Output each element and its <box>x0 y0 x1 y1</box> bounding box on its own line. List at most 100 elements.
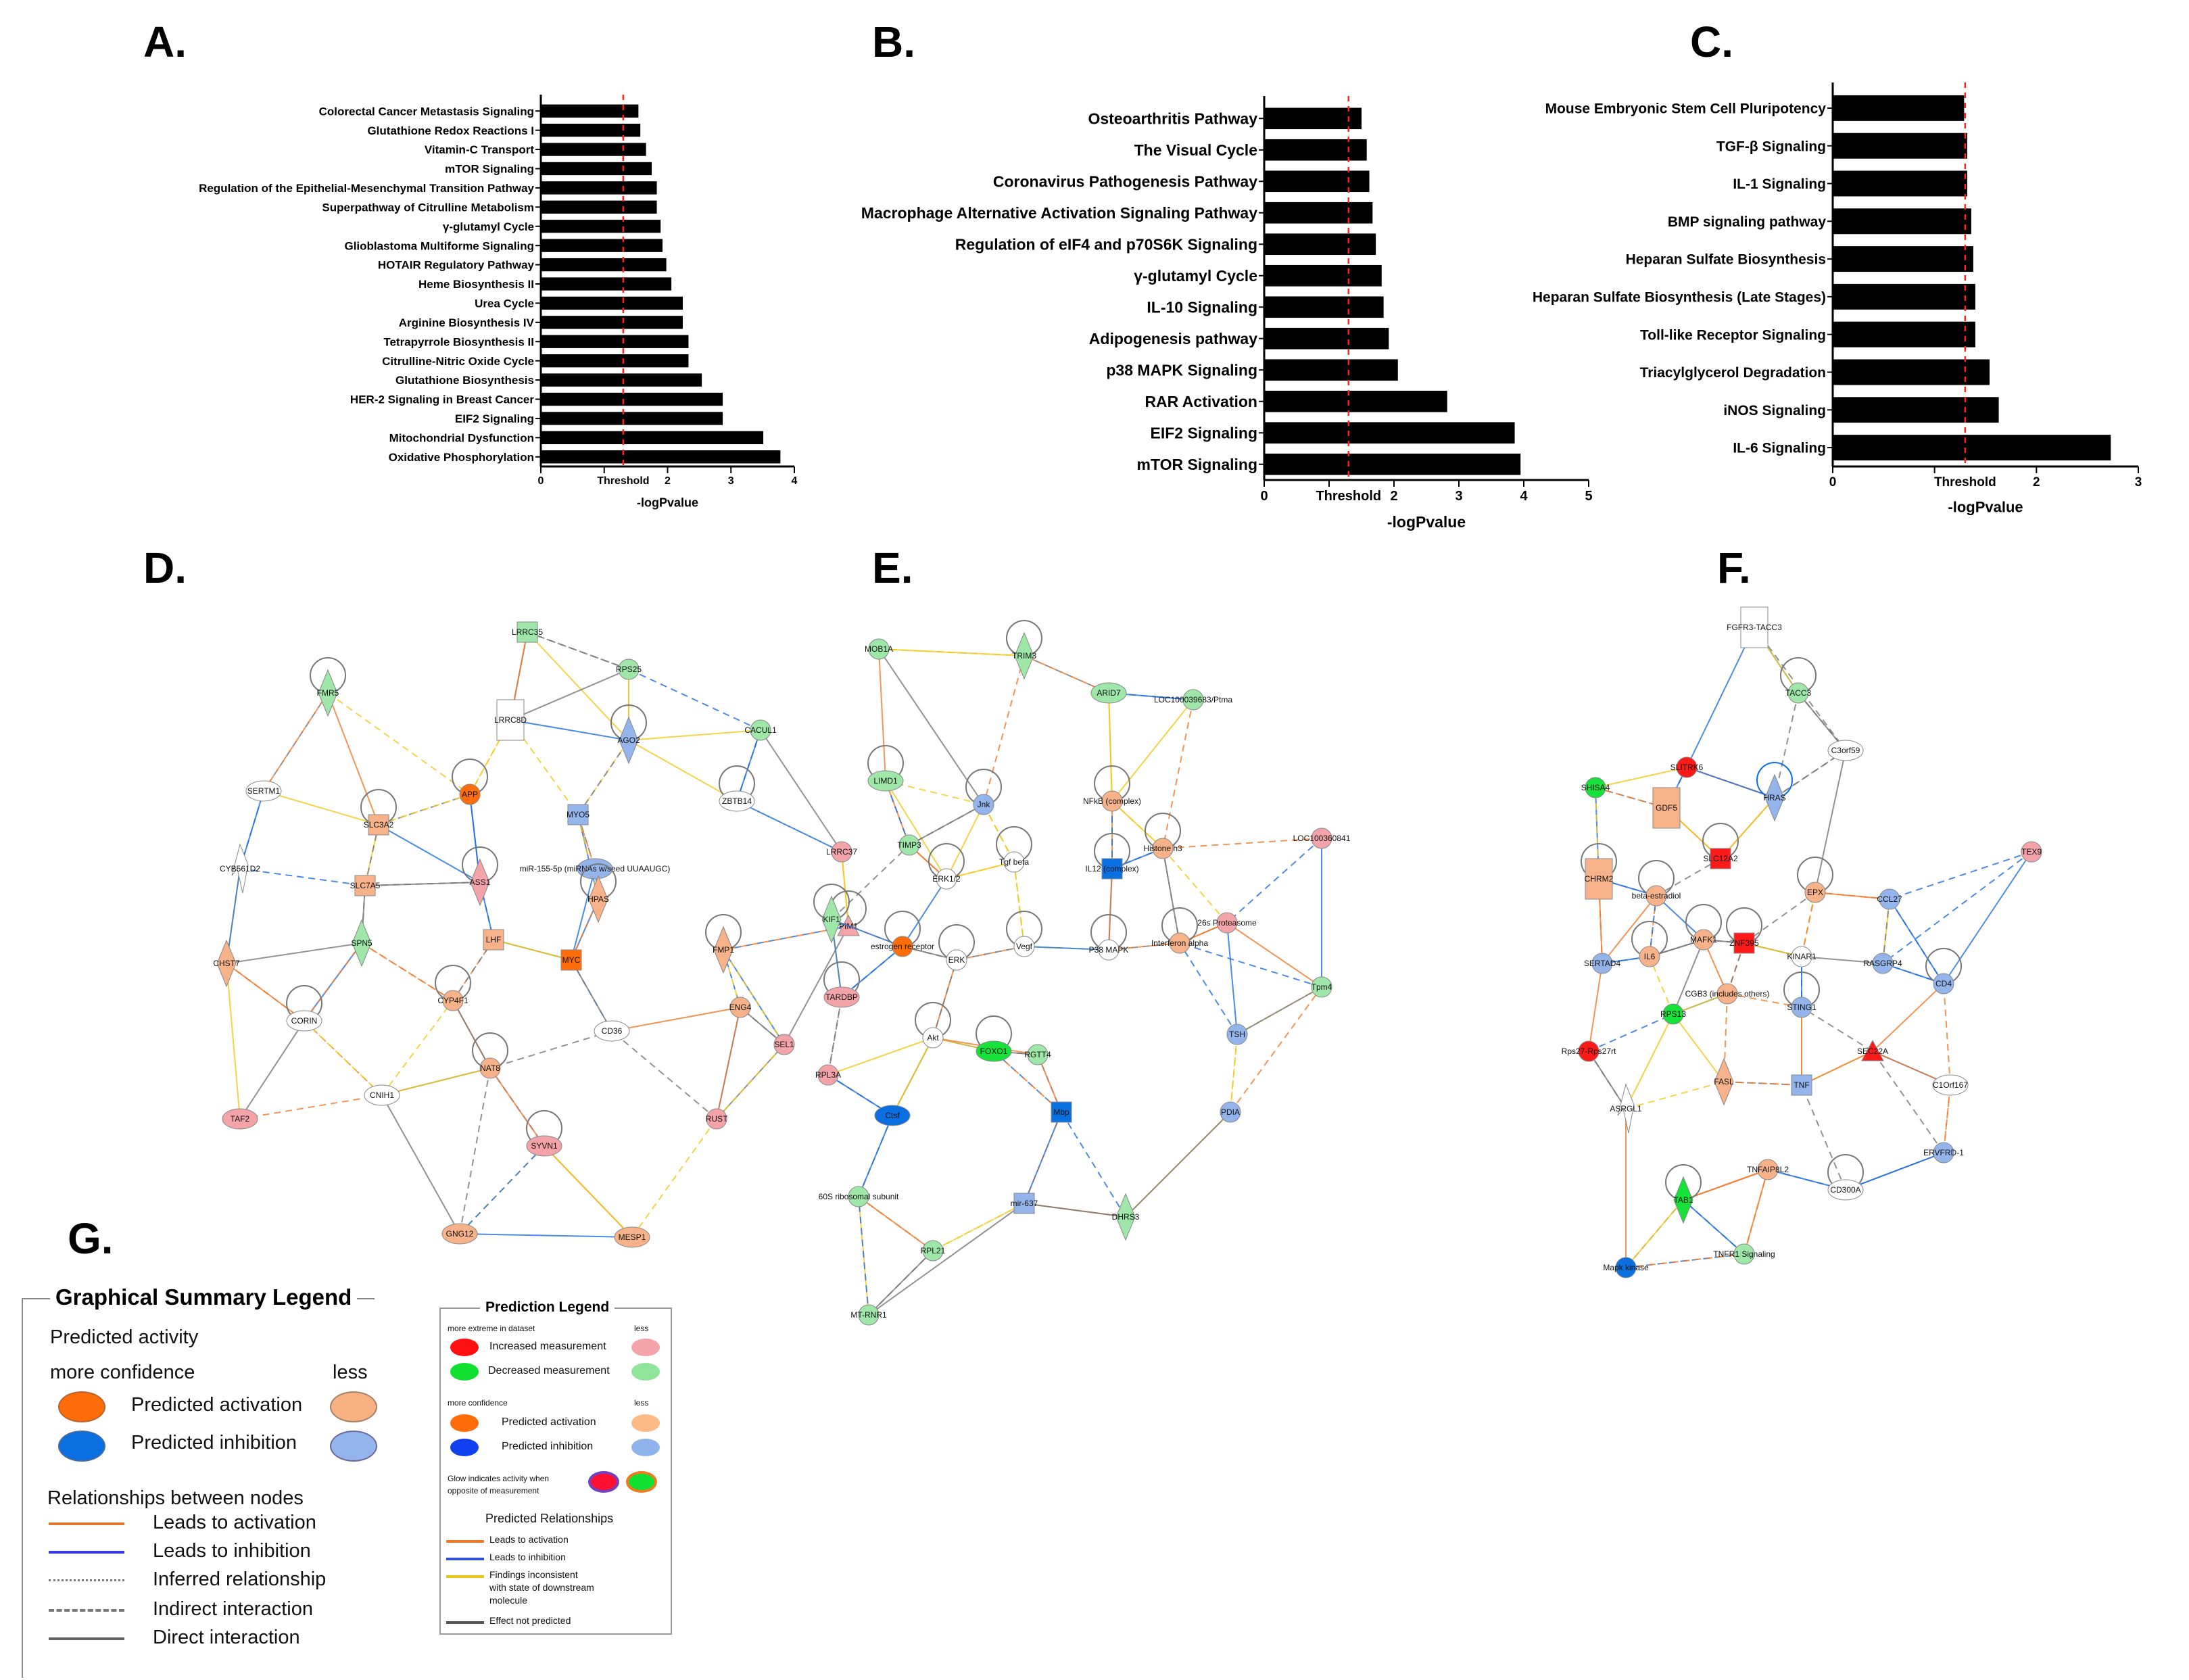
network-node[interactable]: TNFAIP8L2 <box>1747 1159 1789 1180</box>
network-node[interactable]: miR-155-5p (miRNAs w/seed UUAAUGC) <box>520 858 671 880</box>
network-node[interactable]: TSH <box>1226 1024 1248 1045</box>
network-node[interactable]: LRRC37 <box>826 841 857 863</box>
network-node[interactable]: CGB3 (includes others) <box>1685 983 1770 1005</box>
network-node[interactable]: RASGRP4 <box>1863 953 1902 974</box>
network-node[interactable]: HPAS <box>580 863 617 923</box>
network-node[interactable]: CD300A <box>1827 1154 1864 1201</box>
network-node[interactable]: FMR5 <box>310 657 346 717</box>
network-node[interactable]: 60S ribosomal subunit <box>819 1186 899 1207</box>
network-node[interactable]: TEX9 <box>2021 841 2042 863</box>
network-node[interactable]: ZNF395 <box>1726 907 1762 954</box>
network-node[interactable]: KIF1 <box>813 884 850 944</box>
network-node[interactable]: STING1 <box>1783 971 1820 1018</box>
network-node[interactable]: EPX <box>1797 857 1833 903</box>
network-node[interactable]: Mapk kinase <box>1603 1257 1649 1278</box>
network-node[interactable]: FMP1 <box>705 914 742 974</box>
network-node[interactable]: NFkB (complex) <box>1083 765 1141 812</box>
network-node[interactable]: NAT8 <box>472 1032 508 1079</box>
network-node[interactable]: P38 MAPK <box>1089 914 1129 961</box>
network-node[interactable]: FGFR3-TACC3 <box>1727 606 1782 648</box>
network-node[interactable]: Tgf beta <box>996 826 1032 873</box>
network-node[interactable]: SPN5 <box>351 919 372 967</box>
network-node[interactable]: CCL27 <box>1877 888 1902 910</box>
network-node[interactable]: Ctsf <box>874 1105 911 1126</box>
network-node[interactable]: CD4 <box>1925 948 1962 994</box>
network-node[interactable]: CD36 <box>594 1020 630 1042</box>
network-node[interactable]: LOC100360841 <box>1293 827 1351 849</box>
network-node[interactable]: C1Orf167 <box>1932 1074 1969 1096</box>
network-node[interactable]: FOXO1 <box>976 1015 1012 1062</box>
network-node[interactable]: CYB561D2 <box>220 843 260 894</box>
network-node[interactable]: Rps27-Rps27rt <box>1562 1040 1616 1062</box>
network-node[interactable]: MAFK1 <box>1685 904 1722 951</box>
network-node[interactable]: SLC12A2 <box>1702 823 1739 869</box>
network-node[interactable]: LHF <box>483 929 504 951</box>
network-node[interactable]: LRRC35 <box>512 621 543 643</box>
network-node[interactable]: RPS25 <box>616 658 642 680</box>
network-node[interactable]: GDF5 <box>1652 787 1681 829</box>
network-node[interactable]: RPS13 <box>1660 1003 1686 1025</box>
network-node[interactable]: SLC3A2 <box>360 789 397 836</box>
network-node[interactable]: AGO2 <box>610 704 647 765</box>
network-node[interactable]: SERTAD4 <box>1584 953 1621 974</box>
network-node[interactable]: DHRS3 <box>1112 1193 1140 1241</box>
network-node[interactable]: ERK <box>938 924 975 971</box>
network-node[interactable]: KINAR1 <box>1787 946 1817 967</box>
network-node[interactable]: SHISA4 <box>1581 777 1610 798</box>
network-node[interactable]: 26s Proteasome <box>1197 912 1257 934</box>
network-node[interactable]: TAB1 <box>1665 1164 1702 1224</box>
network-node[interactable]: C3orf59 <box>1827 740 1864 761</box>
network-node[interactable]: CHRM2 <box>1581 843 1617 900</box>
network-node[interactable]: SERTM1 <box>245 780 282 802</box>
network-node[interactable]: SEL1 <box>773 1034 795 1055</box>
network-node[interactable]: HRAS <box>1756 762 1793 822</box>
network-node[interactable]: RPL3A <box>815 1064 841 1086</box>
network-node[interactable]: SLC7A5 <box>350 875 381 896</box>
network-node[interactable]: ENG4 <box>729 997 752 1018</box>
network-node[interactable]: SYVN1 <box>526 1110 562 1157</box>
network-node[interactable]: ERK1/2 <box>928 843 965 890</box>
network-node[interactable]: Jnk <box>965 769 1002 815</box>
network-node[interactable]: TNF <box>1791 1074 1812 1096</box>
network-node[interactable]: Mbp <box>1051 1101 1072 1123</box>
network-node[interactable]: CYP4F1 <box>435 965 471 1011</box>
network-node[interactable]: Interferon alpha <box>1151 907 1208 954</box>
network-node[interactable]: CACUL1 <box>744 719 777 741</box>
network-node[interactable]: SEC22A <box>1857 1039 1888 1061</box>
network-node[interactable]: Histone h3 <box>1143 813 1182 859</box>
network-node[interactable]: ERVFRD-1 <box>1923 1142 1964 1163</box>
network-node[interactable]: ASS1 <box>462 846 498 907</box>
network-node[interactable]: SLITRK6 <box>1670 757 1704 778</box>
network-node[interactable]: LIMD1 <box>867 745 904 792</box>
network-node[interactable]: MYC <box>560 949 582 971</box>
network-node[interactable]: Akt <box>915 1002 951 1049</box>
network-node[interactable]: LOC100039683/Ptma <box>1154 689 1232 711</box>
network-node[interactable]: RGTT4 <box>1024 1044 1051 1065</box>
network-node[interactable]: MYO5 <box>567 804 590 825</box>
network-node[interactable]: Vegf <box>1006 911 1042 957</box>
network-node[interactable]: FASL <box>1714 1057 1734 1106</box>
network-node[interactable]: RUST <box>706 1108 728 1130</box>
network-node[interactable]: TACC3 <box>1780 657 1817 704</box>
network-node[interactable]: IL12 (complex) <box>1085 833 1139 880</box>
network-node[interactable]: RPL21 <box>921 1240 946 1262</box>
network-node[interactable]: beta-estradiol <box>1632 860 1681 907</box>
network-node[interactable]: CNIH1 <box>364 1084 400 1106</box>
network-node[interactable]: GNG12 <box>441 1223 478 1245</box>
network-node[interactable]: IL6 <box>1631 921 1668 967</box>
network-node[interactable]: mir-637 <box>1011 1193 1038 1214</box>
network-node[interactable]: CHST7 <box>213 939 240 988</box>
network-node[interactable]: MT-RNR1 <box>850 1304 887 1326</box>
network-node[interactable]: TNFR1 Signaling <box>1713 1243 1775 1265</box>
network-node[interactable]: PDIA <box>1220 1101 1241 1123</box>
network-node[interactable]: ZBTB14 <box>719 765 755 812</box>
network-node[interactable]: ASRGL1 <box>1610 1083 1642 1134</box>
network-node[interactable]: ARID7 <box>1090 682 1127 704</box>
network-node[interactable]: APP <box>452 759 488 805</box>
network-node[interactable]: CORIN <box>286 985 322 1032</box>
network-node[interactable]: MESP1 <box>614 1226 650 1248</box>
network-node[interactable]: Tpm4 <box>1311 976 1332 998</box>
network-node[interactable]: TRIM3 <box>1006 620 1042 680</box>
network-node[interactable]: estrogen receptor <box>871 911 934 957</box>
network-node[interactable]: TARDBP <box>823 961 860 1008</box>
